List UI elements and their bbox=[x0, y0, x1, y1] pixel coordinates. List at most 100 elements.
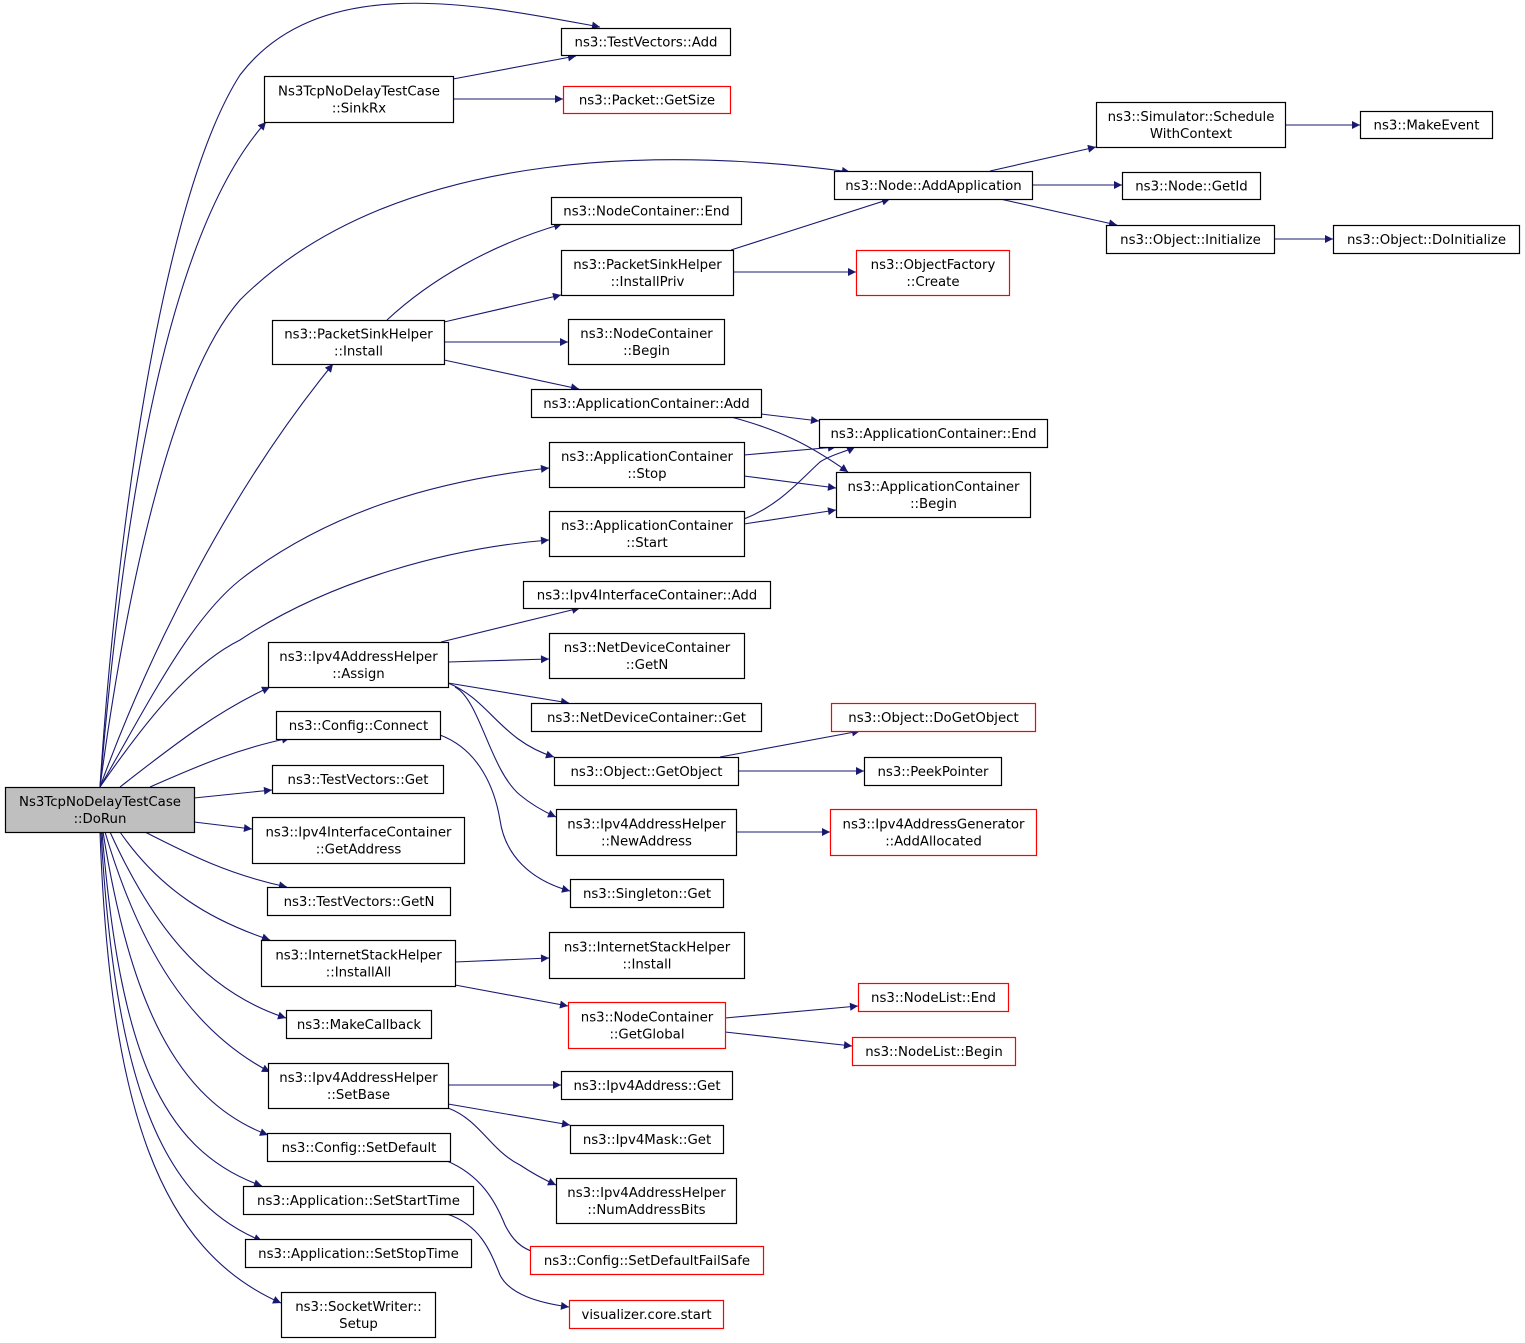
node-testvec-getn[interactable]: ns3::TestVectors::GetN bbox=[266, 886, 452, 917]
node-ipv4ic-add[interactable]: ns3::Ipv4InterfaceContainer::Add bbox=[522, 580, 772, 610]
edge-line bbox=[193, 821, 253, 833]
node-packet-getsize[interactable]: ns3::Packet::GetSize bbox=[562, 85, 732, 115]
edge-config_connect-to-singleton_get bbox=[439, 734, 571, 893]
node-box bbox=[863, 756, 1003, 787]
node-box bbox=[260, 939, 457, 988]
node-obj-dogetobject[interactable]: ns3::Object::DoGetObject bbox=[830, 702, 1037, 733]
edge-ipv4ah_assign-to-ipv4ic_add bbox=[440, 606, 581, 643]
edge-line bbox=[439, 734, 571, 893]
node-label-line: Ns3TcpNoDelayTestCase bbox=[19, 795, 181, 810]
edge-line bbox=[99, 2, 601, 788]
node-label-line: ns3::Config::Connect bbox=[289, 719, 428, 734]
node-label-line: ns3::InternetStackHelper bbox=[564, 941, 731, 956]
node-testvec-get[interactable]: ns3::TestVectors::Get bbox=[271, 764, 445, 795]
node-label-line: ns3::NodeList::Begin bbox=[865, 1045, 1003, 1060]
edge-line bbox=[443, 292, 562, 323]
node-ac-start[interactable]: ns3::ApplicationContainer::Start bbox=[548, 510, 746, 558]
node-label-line: ::GetAddress bbox=[316, 843, 402, 858]
node-ac-stop[interactable]: ns3::ApplicationContainer::Stop bbox=[548, 441, 746, 489]
node-box bbox=[242, 1185, 475, 1216]
edge-ish_installall-to-ish_install bbox=[454, 954, 550, 963]
node-ipv4addr-get[interactable]: ns3::Ipv4Address::Get bbox=[560, 1070, 734, 1101]
node-objfactory-create[interactable]: ns3::ObjectFactory::Create bbox=[855, 249, 1011, 297]
node-nc-getglobal[interactable]: ns3::NodeContainer::GetGlobal bbox=[567, 1001, 727, 1050]
node-label-line: ::InstallPriv bbox=[611, 275, 685, 290]
node-ipv4ag-addalloc[interactable]: ns3::Ipv4AddressGenerator::AddAllocated bbox=[829, 808, 1038, 857]
node-ac-end[interactable]: ns3::ApplicationContainer::End bbox=[818, 418, 1049, 449]
node-config-setdefaultfailsafe[interactable]: ns3::Config::SetDefaultFailSafe bbox=[529, 1245, 765, 1276]
node-ipv4ah-assign[interactable]: ns3::Ipv4AddressHelper::Assign bbox=[267, 641, 450, 689]
node-visualizer-start[interactable]: visualizer.core.start bbox=[568, 1299, 725, 1330]
node-obj-doinit[interactable]: ns3::Object::DoInitialize bbox=[1332, 224, 1521, 255]
node-label-line: ::DoRun bbox=[74, 812, 127, 827]
node-obj-getobject[interactable]: ns3::Object::GetObject bbox=[553, 756, 740, 787]
node-box bbox=[555, 808, 738, 857]
node-label-line: ns3::NodeList::End bbox=[871, 991, 996, 1006]
node-node-getid[interactable]: ns3::Node::GetId bbox=[1121, 171, 1262, 201]
node-label-line: ns3::Ipv4AddressHelper bbox=[567, 1186, 726, 1201]
node-ipv4ic-getaddress[interactable]: ns3::Ipv4InterfaceContainer::GetAddress bbox=[251, 816, 466, 865]
node-makecallback[interactable]: ns3::MakeCallback bbox=[285, 1009, 433, 1040]
node-ac-add[interactable]: ns3::ApplicationContainer::Add bbox=[530, 388, 763, 419]
edge-root-to-app_setstarttime bbox=[101, 831, 263, 1188]
edge-nc_getglobal-to-nodelist_end bbox=[724, 1002, 859, 1019]
node-sinkrx[interactable]: Ns3TcpNoDelayTestCase::SinkRx bbox=[263, 75, 455, 124]
node-app-setstoptime[interactable]: ns3::Application::SetStopTime bbox=[244, 1238, 473, 1269]
node-label-line: ::Install bbox=[623, 958, 672, 973]
edge-psh_install-to-ac_add bbox=[443, 359, 580, 392]
node-ndc-get[interactable]: ns3::NetDeviceContainer::Get bbox=[530, 702, 763, 733]
node-make-event[interactable]: ns3::MakeEvent bbox=[1359, 110, 1494, 140]
node-testvec-add[interactable]: ns3::TestVectors::Add bbox=[560, 27, 732, 57]
node-ndc-getn[interactable]: ns3::NetDeviceContainer::GetN bbox=[548, 632, 746, 680]
node-ipv4ah-setbase[interactable]: ns3::Ipv4AddressHelper::SetBase bbox=[267, 1062, 450, 1110]
node-ipv4ah-numaddrbits[interactable]: ns3::Ipv4AddressHelper::NumAddressBits bbox=[555, 1177, 738, 1225]
node-nodelist-begin[interactable]: ns3::NodeList::Begin bbox=[851, 1036, 1017, 1067]
node-singleton-get[interactable]: ns3::Singleton::Get bbox=[569, 878, 725, 909]
node-ipv4mask-get[interactable]: ns3::Ipv4Mask::Get bbox=[569, 1124, 725, 1155]
edge-line bbox=[447, 1107, 557, 1186]
node-box bbox=[560, 1070, 734, 1101]
node-psh-install[interactable]: ns3::PacketSinkHelper::Install bbox=[271, 319, 446, 366]
node-label-line: ns3::Object::DoInitialize bbox=[1347, 233, 1506, 248]
node-box bbox=[285, 1009, 433, 1040]
node-config-setdefault[interactable]: ns3::Config::SetDefault bbox=[266, 1132, 452, 1163]
edge-root-to-config_setdefault bbox=[102, 831, 269, 1136]
node-label-line: ::InstallAll bbox=[326, 966, 391, 981]
node-box bbox=[830, 702, 1037, 733]
node-app-setstarttime[interactable]: ns3::Application::SetStartTime bbox=[242, 1185, 475, 1216]
edge-line bbox=[447, 682, 570, 706]
edge-line bbox=[730, 416, 849, 473]
node-box bbox=[529, 1245, 765, 1276]
edge-node_addapp-to-obj_init bbox=[999, 198, 1118, 228]
edge-line bbox=[149, 735, 291, 788]
node-ipv4ah-newaddress[interactable]: ns3::Ipv4AddressHelper::NewAddress bbox=[555, 808, 738, 857]
node-label-line: ns3::PacketSinkHelper bbox=[573, 258, 722, 273]
node-root[interactable]: Ns3TcpNoDelayTestCase::DoRun bbox=[4, 786, 196, 834]
node-nc-end[interactable]: ns3::NodeContainer::End bbox=[550, 196, 743, 226]
edge-root-to-config_connect bbox=[149, 735, 291, 788]
node-config-connect[interactable]: ns3::Config::Connect bbox=[275, 710, 442, 741]
edge-config_setdefault-to-config_setdefaultfailsafe bbox=[446, 1160, 546, 1258]
node-nodelist-end[interactable]: ns3::NodeList::End bbox=[857, 982, 1010, 1013]
node-peekpointer[interactable]: ns3::PeekPointer bbox=[863, 756, 1003, 787]
node-obj-init[interactable]: ns3::Object::Initialize bbox=[1105, 224, 1276, 255]
node-label-line: ::Create bbox=[906, 275, 959, 290]
node-box bbox=[548, 510, 746, 558]
node-box bbox=[569, 1124, 725, 1155]
edge-line bbox=[999, 198, 1118, 228]
edge-line bbox=[102, 831, 269, 1136]
edge-root-to-ipv4ah_setbase bbox=[104, 831, 271, 1073]
node-box bbox=[562, 85, 732, 115]
node-nc-begin[interactable]: ns3::NodeContainer::Begin bbox=[567, 318, 726, 366]
node-box bbox=[275, 710, 442, 741]
node-socketwriter-setup[interactable]: ns3::SocketWriter::Setup bbox=[280, 1291, 437, 1339]
node-ish-install[interactable]: ns3::InternetStackHelper::Install bbox=[548, 931, 746, 980]
node-ish-installall[interactable]: ns3::InternetStackHelper::InstallAll bbox=[260, 939, 457, 988]
node-node-addapp[interactable]: ns3::Node::AddApplication bbox=[833, 170, 1034, 201]
edge-psh_installpriv-to-node_addapp bbox=[730, 197, 891, 251]
node-box bbox=[267, 641, 450, 689]
node-ac-begin[interactable]: ns3::ApplicationContainer::Begin bbox=[835, 471, 1032, 519]
node-psh-installpriv[interactable]: ns3::PacketSinkHelper::InstallPriv bbox=[560, 249, 735, 297]
